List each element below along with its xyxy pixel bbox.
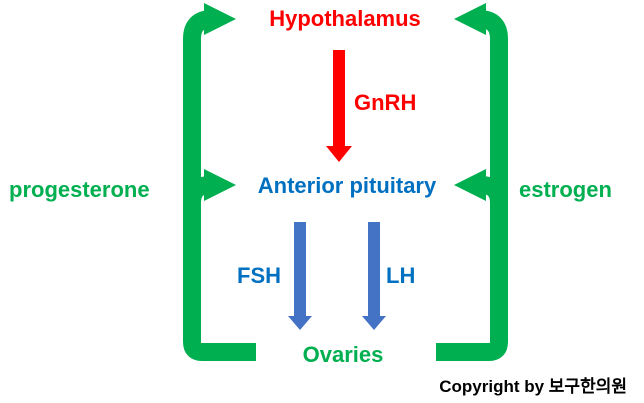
lh-arrowhead: [362, 316, 386, 330]
lh-arrow: [362, 222, 386, 330]
left-loop-line: [183, 10, 256, 361]
gnrh-arrowhead: [326, 146, 352, 162]
left-branch-arrowhead: [204, 169, 236, 201]
fsh-arrowhead: [288, 316, 312, 330]
left-loop-arrowhead-top: [204, 3, 236, 35]
gnrh-arrow-shaft: [333, 50, 345, 146]
gnrh-label: GnRH: [354, 90, 416, 115]
estrogen-feedback-loop: [436, 3, 508, 361]
fsh-label: FSH: [237, 263, 281, 288]
right-branch-arrowhead: [454, 169, 486, 201]
fsh-arrow-shaft: [294, 222, 306, 316]
fsh-arrow: [288, 222, 312, 330]
lh-label: LH: [386, 263, 415, 288]
copyright-text: Copyright by 보구한의원: [439, 377, 627, 396]
ovaries-label: Ovaries: [303, 342, 384, 367]
progesterone-feedback-loop: [183, 3, 256, 361]
estrogen-label: estrogen: [519, 177, 612, 202]
right-loop-line: [436, 10, 508, 361]
anterior-pituitary-label: Anterior pituitary: [258, 173, 437, 198]
hypothalamus-label: Hypothalamus: [269, 6, 421, 31]
gnrh-arrow: [326, 50, 352, 162]
progesterone-label: progesterone: [9, 177, 150, 202]
lh-arrow-shaft: [368, 222, 380, 316]
right-loop-arrowhead-top: [454, 3, 486, 35]
